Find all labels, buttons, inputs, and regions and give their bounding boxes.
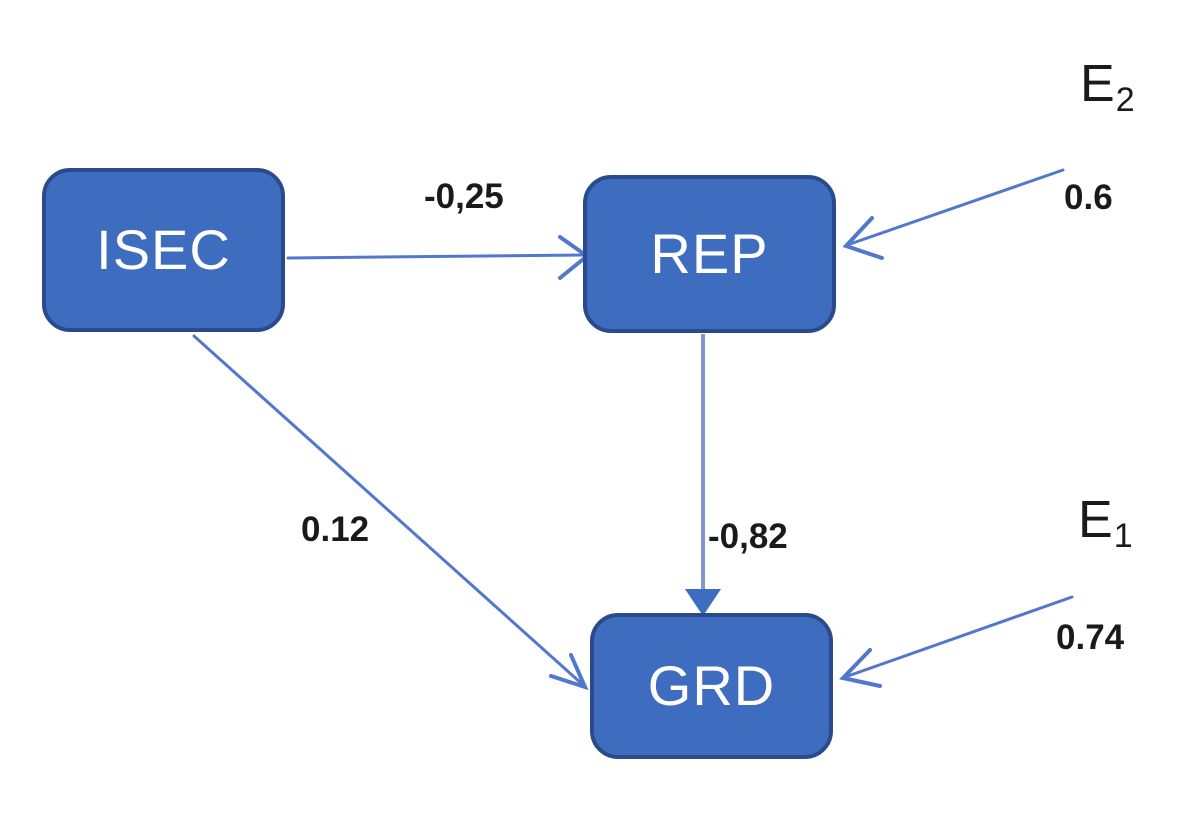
edge-arrow-isec-grd	[192, 334, 589, 691]
edge-arrow-e2-rep	[842, 168, 1065, 260]
coefficient-label-e1-grd: 0.74	[1056, 618, 1125, 657]
error-term-label-e2: E2	[1080, 55, 1135, 117]
edge-arrow-isec-rep	[286, 235, 591, 280]
error-term-e1-base: E	[1078, 491, 1113, 549]
node-rep: REP	[583, 175, 836, 333]
coefficient-label-isec-grd: 0.12	[301, 510, 370, 549]
coefficient-label-isec-rep: -0,25	[424, 177, 504, 216]
error-term-label-e1: E1	[1078, 491, 1133, 553]
error-term-e2-base: E	[1080, 55, 1115, 113]
node-isec-label: ISEC	[96, 218, 231, 281]
coefficient-label-e2-rep: 0.6	[1064, 178, 1113, 217]
node-grd-label: GRD	[647, 654, 776, 717]
node-rep-label: REP	[650, 222, 769, 285]
error-term-e2-subscript: 2	[1115, 81, 1135, 119]
error-term-e1-subscript: 1	[1113, 517, 1133, 555]
node-grd: GRD	[590, 613, 833, 759]
node-isec: ISEC	[42, 168, 285, 332]
edge-arrow-rep-grd	[685, 334, 721, 616]
edge-arrow-e1-grd	[839, 595, 1074, 688]
coefficient-label-rep-grd: -0,82	[708, 517, 788, 556]
